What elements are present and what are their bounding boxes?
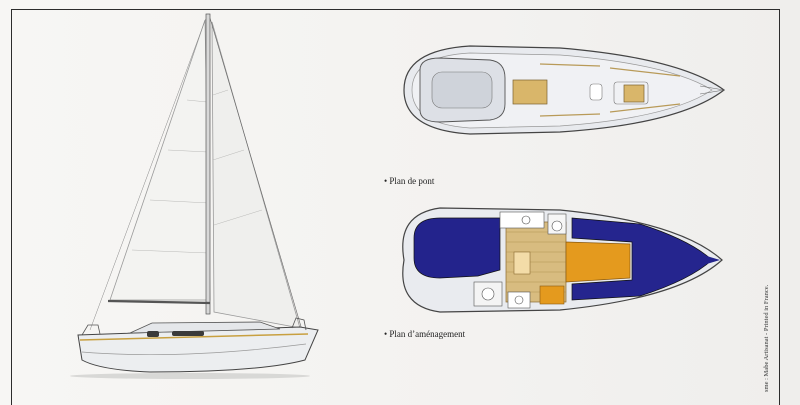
deck-teak-seat [623,84,645,103]
saloon-seat [539,285,565,305]
sailboat-profile-drawing [70,13,319,379]
deck-teak-seat [512,79,548,105]
layout-plan-caption: • Plan d’aménagement [384,329,466,339]
aft-berth [413,217,501,279]
cabin-window [147,331,159,337]
saloon-seat [513,251,531,275]
mast [205,13,211,315]
boom [107,299,211,305]
page-frame [11,9,780,405]
forward-berth [571,217,713,301]
print-credit: sme : Mabe Artisanat - Printed in France… [763,284,770,392]
saloon-settee [565,241,631,283]
deck-plan-caption: • Plan de pont [384,176,435,186]
cabin-window [172,331,204,336]
cabin-top [129,321,281,334]
